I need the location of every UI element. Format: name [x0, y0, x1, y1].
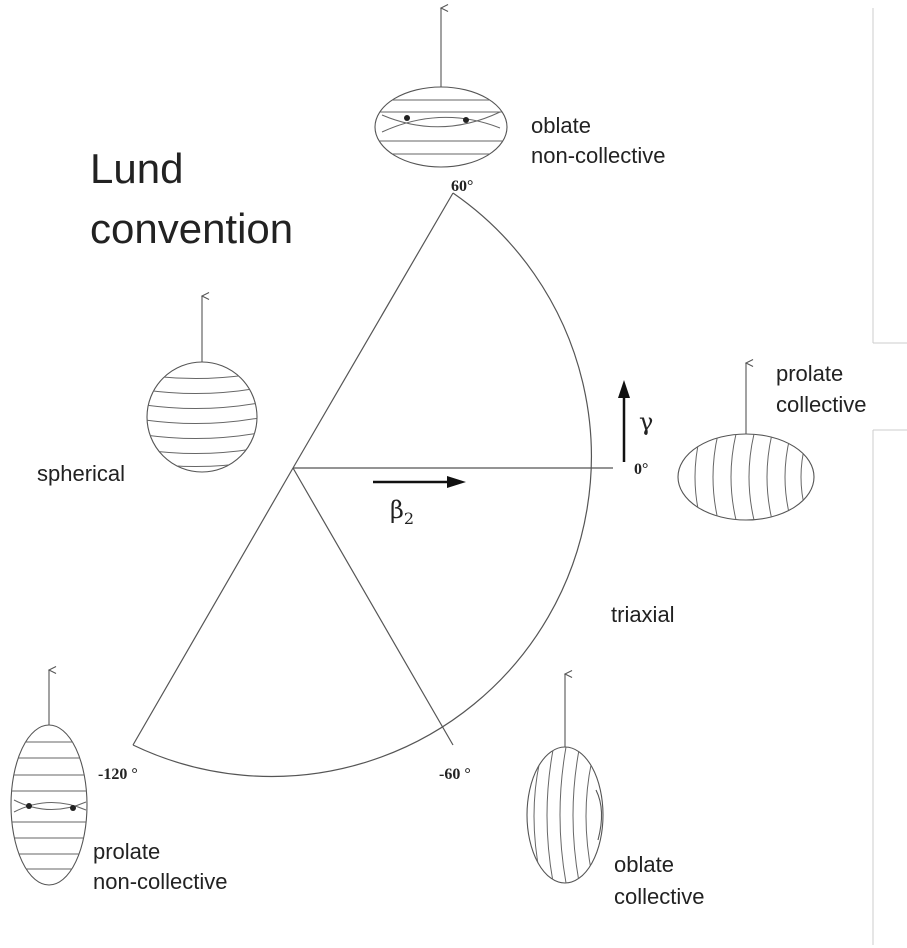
- spherical-label: spherical: [37, 461, 125, 486]
- beta-arrow: [373, 476, 466, 488]
- angle-0: 0°: [634, 461, 648, 478]
- angle-60: 60°: [451, 178, 473, 195]
- prolate-noncollective-shape-icon: [10, 666, 88, 886]
- prolate-noncollective-label-line1: prolate: [93, 839, 160, 864]
- wedge: [132, 192, 613, 778]
- page-edge-lines: [872, 8, 907, 945]
- prolate-noncollective-label-line2: non-collective: [93, 869, 228, 894]
- arc-boundary: [132, 192, 592, 778]
- ray-minus60: [292, 467, 454, 746]
- title-line2: convention: [90, 205, 293, 252]
- oblate-noncollective-label-line2: non-collective: [531, 143, 666, 168]
- triaxial-label: triaxial: [611, 602, 675, 627]
- ray-minus120: [132, 467, 294, 746]
- oblate-collective-shape-icon: [526, 670, 604, 884]
- oblate-collective-label-line1: oblate: [614, 852, 674, 877]
- ray-60: [292, 192, 454, 469]
- angle-minus60: -60 °: [439, 766, 471, 783]
- gamma-arrow: [618, 380, 630, 462]
- beta-label: β2: [390, 496, 414, 528]
- spherical-shape-icon: [146, 292, 258, 473]
- prolate-collective-shape-icon: [677, 359, 815, 521]
- title-line1: Lund: [90, 145, 183, 192]
- oblate-collective-label-line2: collective: [614, 884, 704, 909]
- prolate-collective-label-line1: prolate: [776, 361, 843, 386]
- angle-minus120: -120 °: [98, 766, 138, 783]
- prolate-collective-label-line2: collective: [776, 392, 866, 417]
- oblate-noncollective-label-line1: oblate: [531, 113, 591, 138]
- gamma-label: γ: [639, 408, 653, 436]
- oblate-noncollective-shape-icon: [374, 4, 508, 168]
